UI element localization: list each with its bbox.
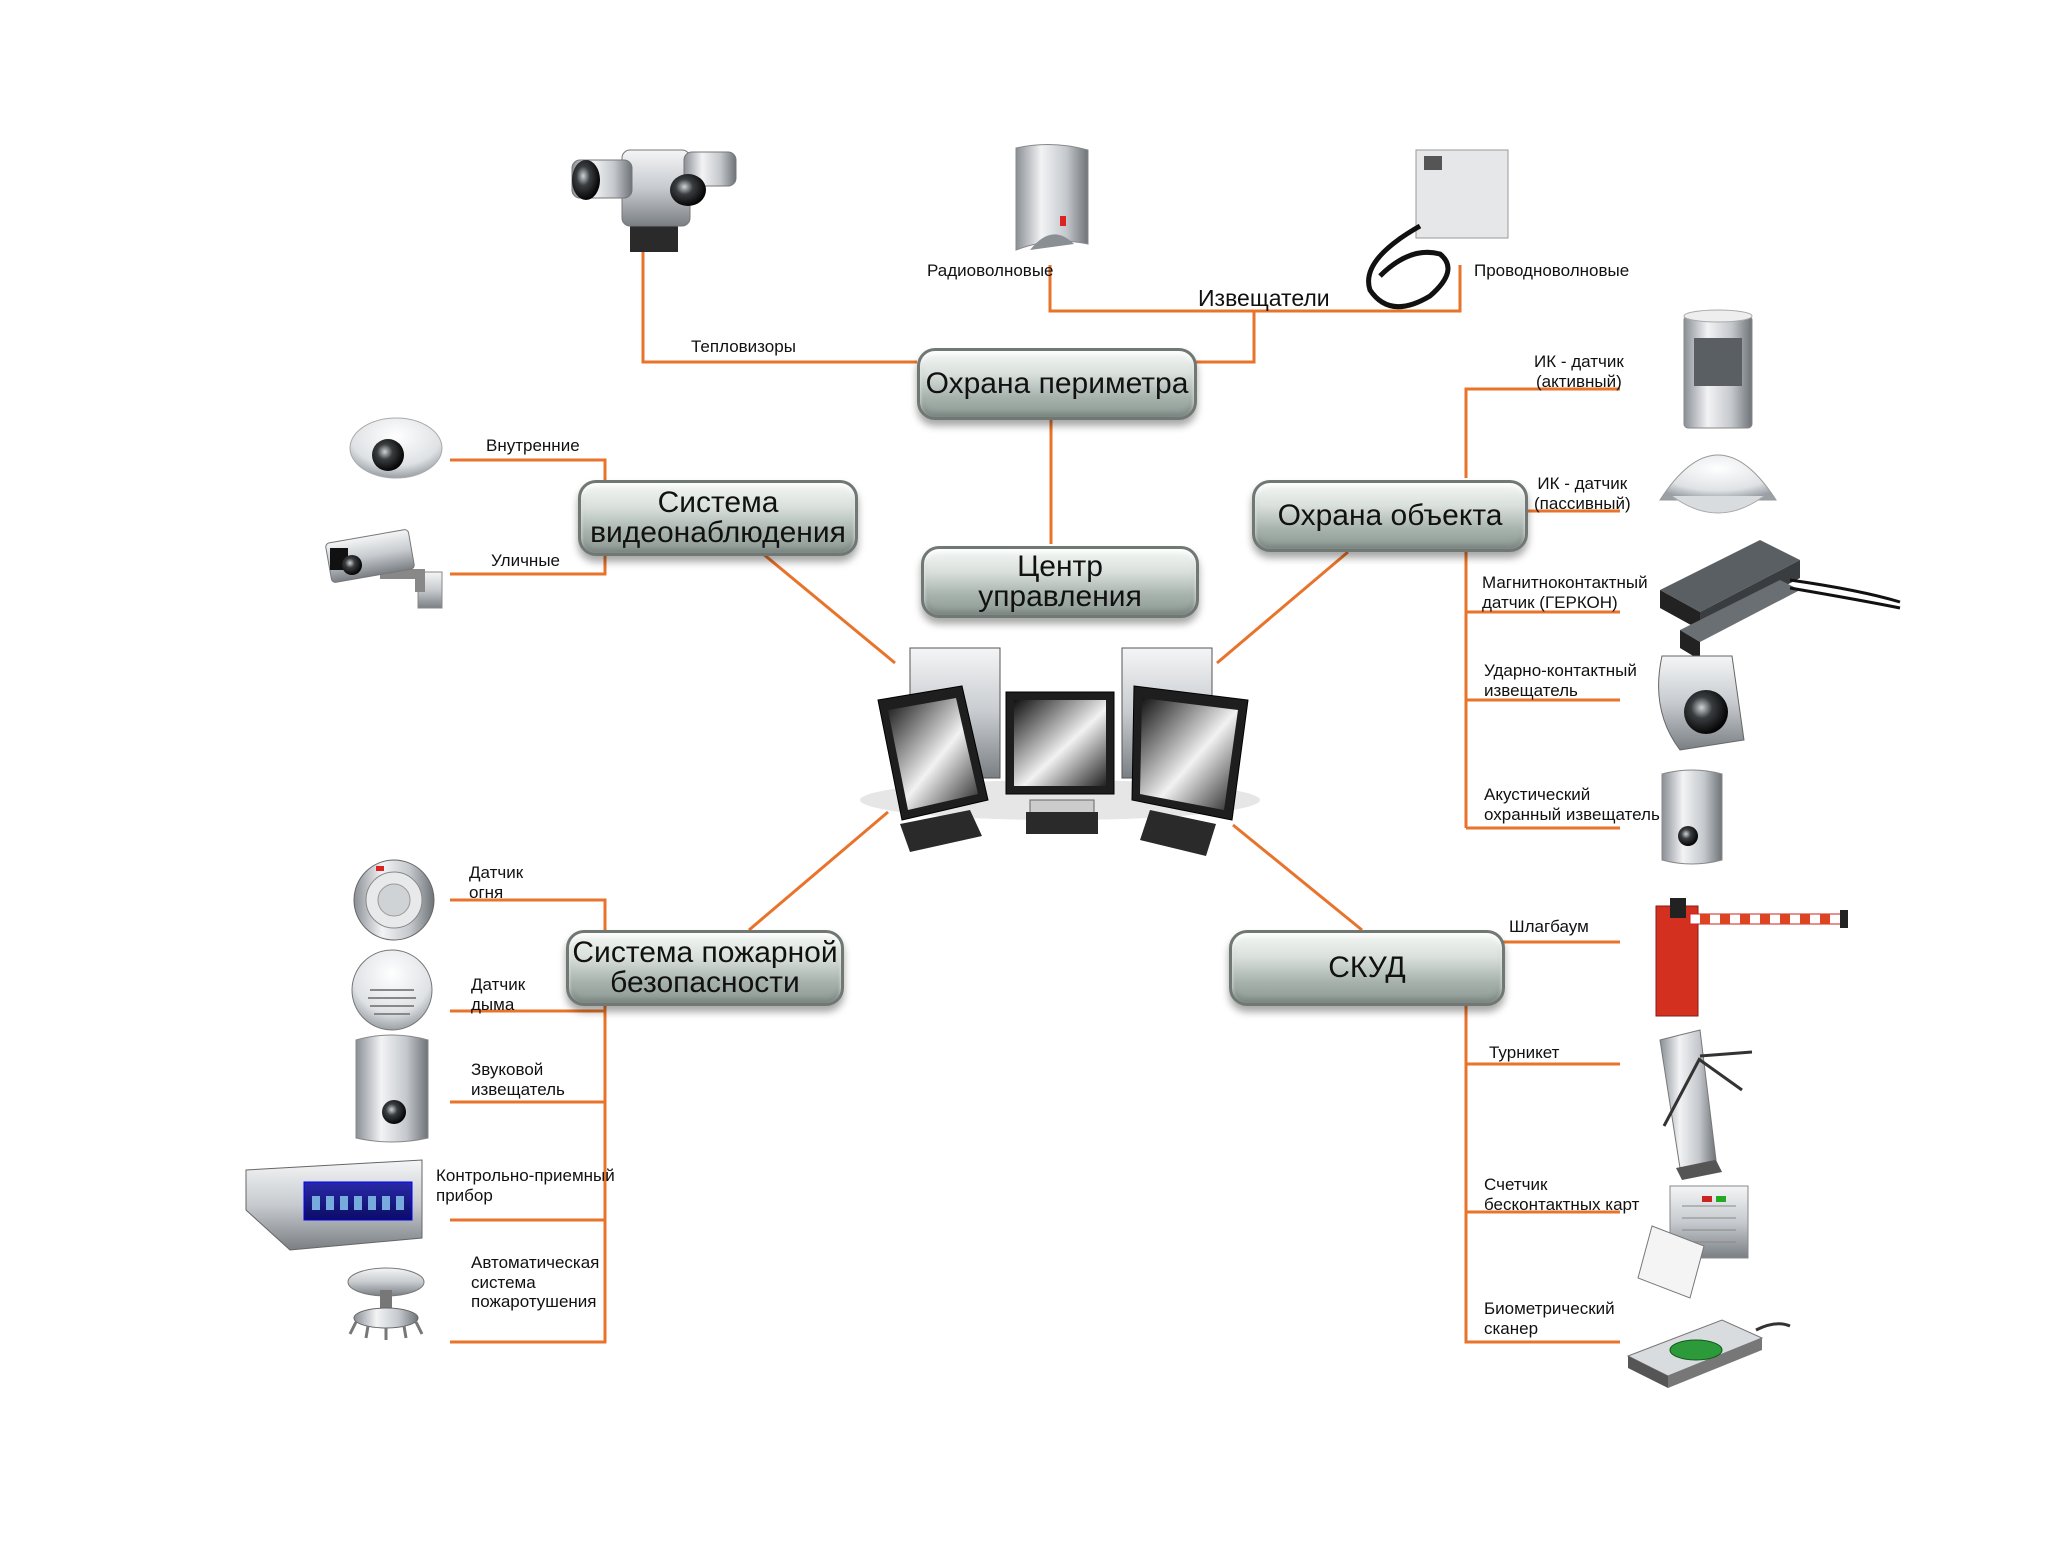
magnetic-contact-sensor-icon (1660, 540, 1901, 660)
link-fire-center (748, 810, 889, 932)
control-center-computers-icon (860, 647, 1260, 856)
flame-sensor-icon (353, 859, 435, 941)
label-outdoor: Уличные (491, 551, 560, 570)
link-fire-bus (450, 898, 607, 930)
label-thermal: Тепловизоры (691, 337, 796, 356)
link-skud-center (1232, 823, 1363, 932)
link-object-bus (1464, 387, 1620, 478)
node-video: Система видеонаблюдения (578, 480, 858, 556)
label-fire-sensor: Датчик огня (469, 863, 524, 902)
control-panel-icon (245, 1159, 423, 1251)
label-turnstile: Турникет (1489, 1043, 1560, 1062)
street-camera-icon (325, 529, 443, 609)
label-biometric: Биометрический сканер (1484, 1299, 1615, 1338)
smoke-sensor-icon (351, 949, 433, 1031)
radiowave-detector-icon (1015, 143, 1089, 251)
dome-camera-icon (349, 417, 443, 479)
link-object-center (1216, 550, 1349, 665)
biometric-scanner-icon (1626, 1319, 1791, 1388)
label-sound-alarm: Звуковой извещатель (471, 1060, 565, 1099)
label-magnetic: Магнитноконтактный датчик (ГЕРКОН) (1482, 573, 1648, 612)
label-ir-passive: ИК - датчик (пассивный) (1534, 474, 1631, 513)
node-perimeter: Охрана периметра (917, 348, 1197, 420)
label-acoustic: Акустический охранный извещатель (1484, 785, 1660, 824)
node-control-center: Центр управления (921, 546, 1199, 618)
node-object: Охрана объекта (1252, 480, 1528, 552)
node-skud: СКУД (1229, 930, 1505, 1006)
node-fire: Система пожарной безопасности (566, 930, 844, 1006)
card-reader-icon (1637, 1185, 1749, 1299)
acoustic-sensor-icon (1661, 769, 1723, 865)
link-fire-bus-down (450, 1005, 607, 1344)
turnstile-icon (1659, 1029, 1753, 1180)
label-ir-active: ИК - датчик (активный) (1534, 352, 1624, 391)
link-video-center (761, 551, 896, 665)
label-card-reader: Счетчик бесконтактных карт (1484, 1175, 1640, 1214)
label-wirewave: Проводноволновые (1474, 261, 1630, 280)
link-perimeter-thermal (641, 252, 917, 364)
label-control-panel: Контрольно-приемный прибор (436, 1166, 615, 1205)
link-detectors-radio (1048, 265, 1462, 313)
label-radiowave: Радиоволновые (927, 261, 1054, 280)
link-skud-bus (1464, 1003, 1620, 1344)
label-barrier: Шлагбаум (1509, 917, 1589, 936)
label-smoke-sensor: Датчик дыма (471, 975, 526, 1014)
ir-active-sensor-icon (1683, 309, 1753, 429)
link-perimeter-detectors (1187, 311, 1256, 364)
shock-sensor-icon (1658, 655, 1745, 751)
sound-alarm-icon (355, 1034, 429, 1143)
sprinkler-icon (347, 1267, 425, 1340)
label-shock: Ударно-контактный извещатель (1484, 661, 1637, 700)
label-indoor: Внутренние (486, 436, 580, 455)
wirewave-detector-icon (1366, 149, 1509, 310)
link-video-indoor (450, 458, 607, 480)
label-detectors: Извещатели (1198, 285, 1330, 311)
thermal-camera-icon (571, 149, 737, 252)
ir-passive-sensor-icon (1659, 454, 1777, 514)
label-extinguish: Автоматическая система пожаротушения (471, 1253, 600, 1312)
barrier-gate-icon (1655, 898, 1848, 1017)
